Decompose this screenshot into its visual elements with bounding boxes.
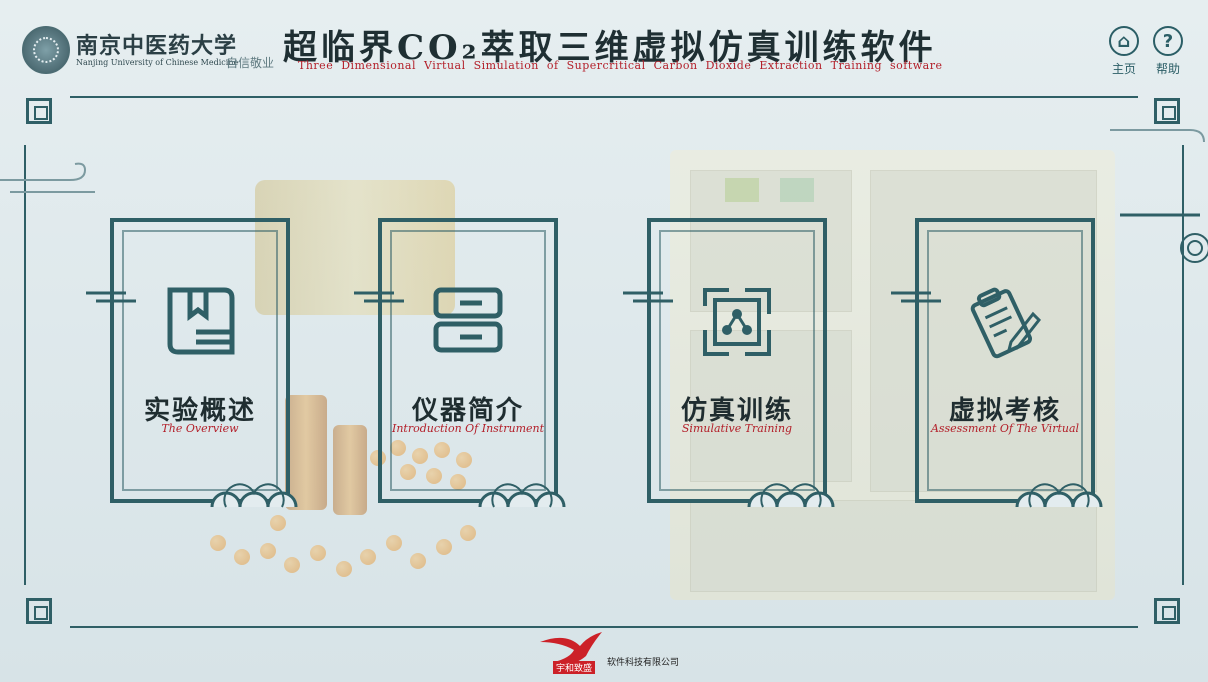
background-extraction-machine-image [670, 150, 1115, 600]
page-subtitle: Three Dimensional Virtual Simulation of … [298, 59, 943, 72]
card-subtitle: The Overview [161, 422, 239, 435]
background-vial-image [333, 425, 367, 515]
frame-bottom-line [70, 626, 1138, 628]
server-icon [433, 287, 503, 353]
molecule-icon [703, 288, 771, 356]
corner-ornament-icon [1154, 98, 1180, 124]
university-name-cn: 南京中医药大学 [76, 33, 238, 59]
university-name-en: Nanjing University of Chinese Medicine [76, 58, 239, 67]
instrument-card[interactable]: 仪器简介 Introduction Of Instrument [354, 218, 566, 508]
university-motto: 自信敬业 [226, 56, 275, 70]
card-title: 实验概述 [143, 396, 256, 426]
cloud-ornament-icon [0, 162, 95, 193]
frame-right-line [1182, 145, 1184, 585]
university-logo: 南京中医药大学 Nanjing University of Chinese Me… [22, 24, 282, 76]
book-icon [167, 287, 235, 355]
card-subtitle: Introduction Of Instrument [391, 422, 545, 435]
wave-ornament-icon [1015, 483, 1103, 508]
card-title: 虚拟考核 [948, 396, 1061, 426]
background-berries-image [370, 440, 490, 500]
page-title: 超临界CO₂萃取三维虚拟仿真训练软件 [283, 28, 937, 68]
card-inner-border [927, 230, 1083, 491]
dash-ornament-icon [891, 291, 941, 303]
assessment-card[interactable]: 虚拟考核 Assessment Of The Virtual [891, 218, 1103, 508]
corner-ornament-icon [26, 98, 52, 124]
university-seal-icon [22, 26, 70, 74]
card-subtitle: Simulative Training [681, 422, 793, 435]
card-inner-border [659, 230, 815, 491]
help-button[interactable]: ? 帮助 [1148, 26, 1188, 86]
card-title: 仪器简介 [411, 396, 524, 426]
home-label: 主页 [1111, 62, 1136, 76]
clipboard-pencil-icon [970, 287, 1042, 359]
corner-ornament-icon [26, 598, 52, 624]
home-icon: ⌂ [1109, 26, 1139, 56]
card-inner-border [122, 230, 278, 491]
background-berries-image [210, 505, 490, 585]
cloud-ornament-icon [1110, 129, 1208, 263]
dash-ornament-icon [86, 291, 136, 303]
frame-top-line [70, 96, 1138, 98]
wave-ornament-icon [210, 483, 298, 508]
dash-ornament-icon [354, 291, 404, 303]
overview-card[interactable]: 实验概述 The Overview [86, 218, 298, 508]
corner-ornament-icon [1154, 598, 1180, 624]
wave-ornament-icon [478, 483, 566, 508]
background-vial-image [285, 395, 327, 510]
help-icon: ? [1153, 26, 1183, 56]
card-title: 仿真训练 [680, 396, 793, 426]
dash-ornament-icon [623, 291, 673, 303]
wave-ornament-icon [747, 483, 835, 508]
help-label: 帮助 [1155, 62, 1180, 76]
company-logo-icon [540, 632, 602, 664]
home-button[interactable]: ⌂ 主页 [1104, 26, 1144, 86]
training-card[interactable]: 仿真训练 Simulative Training [623, 218, 835, 508]
company-name: 软件科技有限公司 [607, 658, 680, 668]
card-subtitle: Assessment Of The Virtual [930, 422, 1080, 435]
frame-left-line [24, 145, 26, 585]
card-inner-border [390, 230, 546, 491]
company-brand: 宇和致盛 [553, 661, 596, 674]
